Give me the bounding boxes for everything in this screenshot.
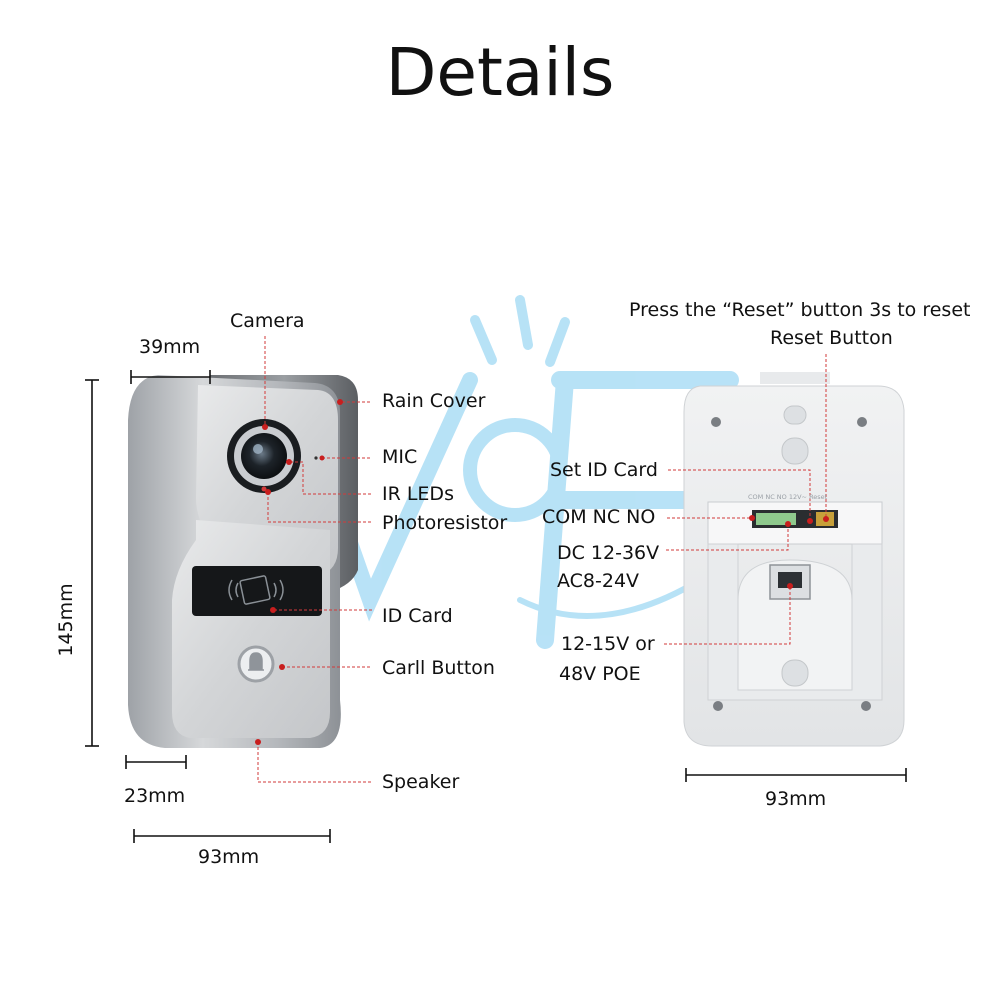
label-mic: MIC <box>382 446 418 468</box>
ir-led <box>261 486 267 492</box>
id-card-reader <box>192 566 322 616</box>
leader-set-id-card <box>668 469 811 520</box>
back-dimensions <box>685 768 907 782</box>
front-unit <box>128 375 358 748</box>
label-camera: Camera <box>230 310 305 332</box>
screw-hole <box>861 701 871 711</box>
label-speaker: Speaker <box>382 771 460 793</box>
dim-width-front-label: 93mm <box>198 846 260 868</box>
dot-dc-ac <box>785 521 791 527</box>
mount-slot-top <box>783 405 807 425</box>
dim-depth-top-label: 39mm <box>139 336 201 358</box>
label-call-button: Carll Button <box>382 657 495 679</box>
label-set-id-card: Set ID Card <box>550 459 658 481</box>
label-com-nc-no: COM NC NO <box>542 506 656 528</box>
dim-height-label: 145mm <box>55 583 77 656</box>
dot-reset-button <box>823 516 829 522</box>
dim-depth-bottom-label: 23mm <box>124 785 186 807</box>
label-reset-button: Reset Button <box>770 327 893 349</box>
back-leader-lines <box>664 354 827 645</box>
label-rain-cover: Rain Cover <box>382 390 486 412</box>
ethernet-port-socket <box>778 572 802 588</box>
mount-slot-middle <box>781 437 809 465</box>
front-dimensions <box>85 370 331 843</box>
front-leader-lines <box>257 336 372 783</box>
dot-set-id-card <box>807 518 813 524</box>
dot-com-nc-no <box>749 515 755 521</box>
back-top-tab <box>760 372 830 384</box>
page-title: Details <box>385 34 615 111</box>
dot-id-card <box>270 607 276 613</box>
mount-slot-bottom <box>781 659 809 687</box>
dot-ir-leds <box>286 459 292 465</box>
leader-poe <box>664 588 791 645</box>
leader-ir-leds <box>290 461 372 495</box>
label-dc: DC 12-36V <box>557 542 660 564</box>
screw-hole <box>857 417 867 427</box>
label-poe-line1: 12-15V or <box>561 633 655 655</box>
mic-hole <box>314 456 318 460</box>
label-id-card: ID Card <box>382 605 453 627</box>
camera-lens-icon <box>241 433 287 479</box>
dot-speaker <box>255 739 261 745</box>
leader-photoresistor <box>267 492 372 523</box>
dim-width-back-label: 93mm <box>765 788 827 810</box>
dot-poe <box>787 583 793 589</box>
lens-glint <box>253 444 263 454</box>
label-reset-note: Press the “Reset” button 3s to reset <box>629 299 971 321</box>
label-ir-leds: IR LEDs <box>382 483 454 505</box>
lower-panel <box>172 520 330 738</box>
label-ac: AC8-24V <box>557 570 640 592</box>
label-poe-line2: 48V POE <box>559 663 641 685</box>
dot-photoresistor <box>265 489 271 495</box>
front-leader-dots <box>255 399 343 745</box>
back-unit <box>683 372 905 747</box>
dot-camera <box>262 424 268 430</box>
vf-logo-watermark <box>292 295 739 649</box>
screw-hole <box>713 701 723 711</box>
dot-rain-cover <box>337 399 343 405</box>
back-mount-plate <box>737 559 853 691</box>
dot-mic <box>319 455 325 461</box>
dot-call-button <box>279 664 285 670</box>
screw-hole <box>711 417 721 427</box>
contactless-card-icon <box>228 575 284 605</box>
leader-speaker <box>257 742 372 783</box>
label-photoresistor: Photoresistor <box>382 512 508 534</box>
back-leader-dots <box>749 515 829 589</box>
bell-icon <box>248 652 264 671</box>
terminal-silkscreen: COM NC NO 12V~ Reset <box>748 493 828 501</box>
leader-dc-ac <box>666 525 789 551</box>
